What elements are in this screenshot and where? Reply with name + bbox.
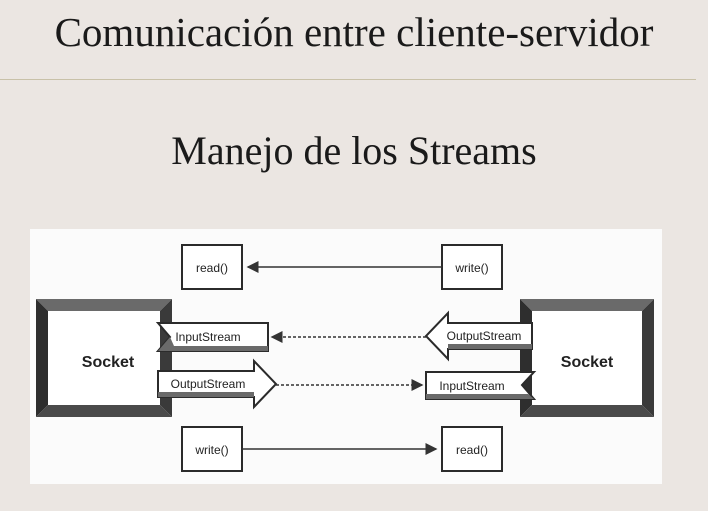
left-socket-label: Socket bbox=[82, 354, 135, 371]
streams-diagram: Socket Socket InputStream OutputStream bbox=[30, 229, 662, 484]
page-title: Comunicación entre cliente-servidor bbox=[54, 9, 654, 55]
right-socket-label: Socket bbox=[561, 354, 614, 371]
left-write-label: write() bbox=[194, 443, 228, 457]
left-read-label: read() bbox=[196, 261, 228, 275]
left-socket: Socket bbox=[36, 299, 172, 417]
header-divider bbox=[0, 79, 696, 80]
right-output-stream: OutputStream bbox=[424, 310, 533, 362]
right-input-stream-label: InputStream bbox=[439, 379, 504, 393]
streams-diagram-svg: Socket Socket InputStream OutputStream bbox=[36, 244, 654, 472]
right-write-label: write() bbox=[454, 261, 488, 275]
section-subtitle: Manejo de los Streams bbox=[171, 128, 537, 173]
left-output-stream: OutputStream bbox=[157, 358, 278, 410]
left-input-stream-label: InputStream bbox=[175, 330, 240, 344]
left-write-box: write() bbox=[181, 426, 243, 472]
right-output-stream-label: OutputStream bbox=[447, 329, 522, 343]
right-input-stream: InputStream bbox=[425, 371, 537, 400]
left-read-box: read() bbox=[181, 244, 243, 290]
right-socket: Socket bbox=[520, 299, 654, 417]
right-write-box: write() bbox=[441, 244, 503, 290]
left-output-stream-label: OutputStream bbox=[171, 377, 246, 391]
left-input-stream: InputStream bbox=[155, 322, 269, 352]
right-read-label: read() bbox=[456, 443, 488, 457]
right-read-box: read() bbox=[441, 426, 503, 472]
